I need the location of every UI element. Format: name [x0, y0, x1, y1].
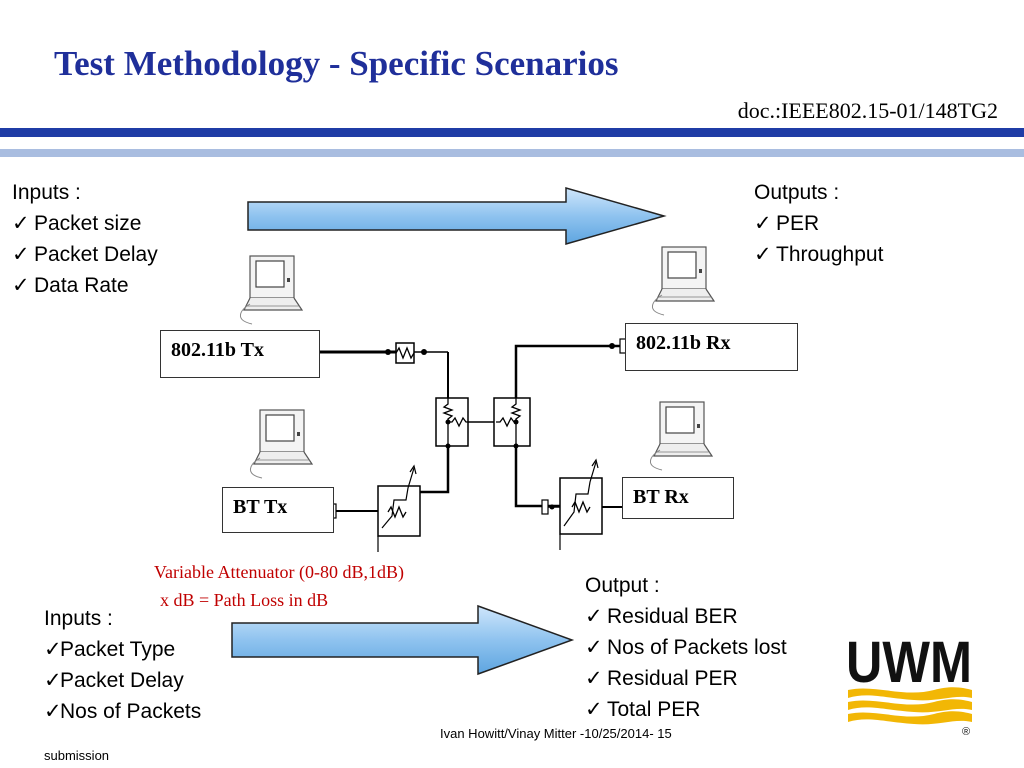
header-bar-dark	[0, 128, 1024, 137]
output-bottom-list: Output : ✓Residual BER ✓Nos of Packets l…	[585, 570, 787, 725]
checkmark-icon: ✓	[44, 700, 62, 723]
list-item: ✓Nos of Packets lost	[585, 632, 787, 663]
laptop-bt-tx-icon	[249, 409, 313, 479]
input-arrow-top	[247, 187, 667, 245]
list-item: ✓Packet Delay	[12, 239, 158, 270]
svg-text:UWM: UWM	[846, 632, 972, 695]
checkmark-icon: ✓	[12, 243, 30, 266]
outputs-top-list: Outputs : ✓PER ✓Throughput	[754, 177, 883, 270]
list-item: ✓Throughput	[754, 239, 883, 270]
header-bar-light	[0, 149, 1024, 157]
outputs-top-header: Outputs :	[754, 181, 840, 204]
list-item: ✓Packet Type	[44, 634, 201, 665]
slide-title: Test Methodology - Specific Scenarios	[54, 44, 619, 83]
checkmark-icon: ✓	[754, 243, 772, 266]
checkmark-icon: ✓	[44, 638, 62, 661]
document-id: doc.:IEEE802.15-01/148TG2	[737, 98, 998, 123]
checkmark-icon: ✓	[585, 698, 603, 721]
uwm-logo: UWM ®	[846, 632, 972, 736]
list-item: ✓Data Rate	[12, 270, 158, 301]
variable-attenuator-bt-tx-icon	[377, 485, 421, 537]
checkmark-icon: ✓	[754, 212, 772, 235]
output-bottom-header: Output :	[585, 574, 660, 597]
inputs-bottom-list: Inputs : ✓Packet Type ✓Packet Delay ✓Nos…	[44, 603, 201, 727]
submission-label: submission	[44, 748, 110, 763]
list-item: ✓Total PER	[585, 694, 787, 725]
list-item: ✓Residual PER	[585, 663, 787, 694]
wifi-tx-label: 802.11b Tx	[160, 330, 320, 378]
laptop-bt-rx-icon	[649, 401, 713, 471]
wifi-rx-label: 802.11b Rx	[625, 323, 798, 371]
list-item: ✓Nos of Packets	[44, 696, 201, 727]
input-arrow-bottom	[231, 604, 575, 676]
path-loss-note: x dB = Path Loss in dB	[160, 590, 329, 610]
list-item: ✓PER	[754, 208, 883, 239]
inputs-bottom-header: Inputs :	[44, 607, 113, 630]
list-item: ✓Residual BER	[585, 601, 787, 632]
checkmark-icon: ✓	[44, 669, 62, 692]
laptop-wifi-rx-icon	[651, 246, 715, 316]
laptop-wifi-tx-icon	[239, 255, 303, 325]
inputs-top-list: Inputs : ✓Packet size ✓Packet Delay ✓Dat…	[12, 177, 158, 301]
checkmark-icon: ✓	[585, 667, 603, 690]
svg-text:®: ®	[962, 726, 970, 736]
bt-rx-label: BT Rx	[622, 477, 734, 519]
inputs-top-header: Inputs :	[12, 181, 81, 204]
checkmark-icon: ✓	[12, 212, 30, 235]
list-item: ✓Packet size	[12, 208, 158, 239]
checkmark-icon: ✓	[585, 636, 603, 659]
bt-tx-label: BT Tx	[222, 487, 334, 533]
checkmark-icon: ✓	[585, 605, 603, 628]
attenuator-note: Variable Attenuator (0-80 dB,1dB)	[154, 562, 404, 582]
footer-credit: Ivan Howitt/Vinay Mitter -10/25/2014- 15	[440, 726, 672, 741]
list-item: ✓Packet Delay	[44, 665, 201, 696]
checkmark-icon: ✓	[12, 274, 30, 297]
